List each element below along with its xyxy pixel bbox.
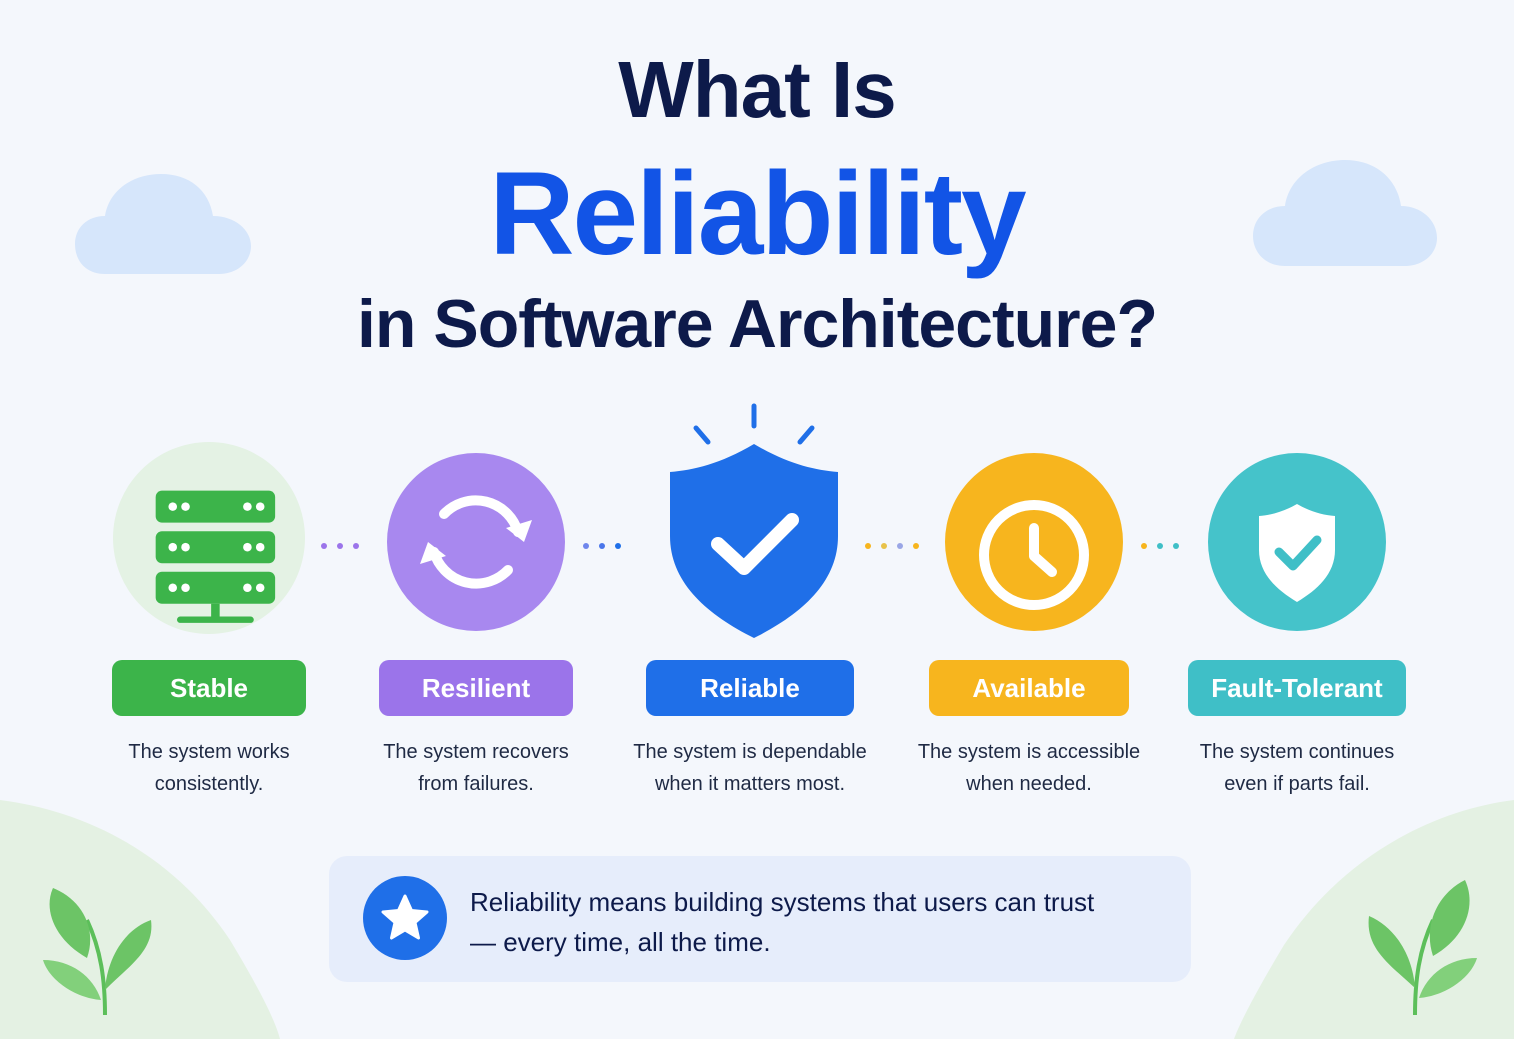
star-icon bbox=[363, 876, 447, 960]
item-reliable: Reliable The system is dependable when i… bbox=[610, 398, 890, 800]
banner-line-2: — every time, all the time. bbox=[470, 927, 771, 957]
label-resilient: Resilient bbox=[421, 673, 531, 703]
desc-available: The system is accessible when needed. bbox=[889, 736, 1169, 800]
connector-dots-1 bbox=[316, 536, 364, 552]
desc-line: from failures. bbox=[418, 773, 534, 795]
server-icon bbox=[155, 490, 276, 623]
label-pill-resilient: Resilient bbox=[379, 660, 573, 716]
desc-line: when needed. bbox=[966, 773, 1092, 795]
shield-check-icon bbox=[1259, 504, 1335, 602]
icon-circle bbox=[387, 453, 565, 631]
label-available: Available bbox=[972, 673, 1086, 703]
plant-icon-left bbox=[43, 888, 152, 1016]
desc-line: The system continues bbox=[1199, 741, 1395, 763]
sparkle-icon bbox=[693, 403, 815, 445]
banner-line-1: Reliability means building systems that … bbox=[470, 887, 1095, 917]
banner-text: Reliability means building systems that … bbox=[470, 882, 1170, 962]
label-pill-reliable: Reliable bbox=[646, 660, 854, 716]
shield-check-icon bbox=[670, 444, 838, 638]
title-line-2: Reliability bbox=[489, 148, 1026, 280]
item-fault-tolerant: Fault-Tolerant The system continues even… bbox=[1157, 440, 1437, 800]
label-pill-stable: Stable bbox=[112, 660, 306, 716]
desc-line: even if parts fail. bbox=[1224, 773, 1370, 795]
label-stable: Stable bbox=[169, 673, 249, 703]
label-fault-tolerant: Fault-Tolerant bbox=[1211, 673, 1383, 703]
item-stable: Stable The system works consistently. bbox=[69, 440, 349, 800]
desc-fault-tolerant: The system continues even if parts fail. bbox=[1157, 736, 1437, 800]
desc-resilient: The system recovers from failures. bbox=[336, 736, 616, 800]
refresh-icon bbox=[420, 495, 532, 589]
connector-dots-2 bbox=[578, 536, 626, 552]
desc-line: The system recovers bbox=[383, 741, 569, 763]
title-line-1: What Is bbox=[618, 45, 896, 134]
plant-icon-right bbox=[1368, 880, 1477, 1016]
connector-dots-4 bbox=[1136, 536, 1184, 552]
item-resilient: Resilient The system recovers from failu… bbox=[336, 440, 616, 800]
label-pill-available: Available bbox=[929, 660, 1129, 716]
connector-dots-3 bbox=[860, 536, 924, 552]
desc-stable: The system works consistently. bbox=[69, 736, 349, 800]
item-available: Available The system is accessible when … bbox=[889, 440, 1169, 800]
summary-banner: Reliability means building systems that … bbox=[329, 856, 1191, 982]
desc-line: The system works bbox=[128, 741, 290, 763]
label-reliable: Reliable bbox=[700, 673, 800, 703]
desc-line: when it matters most. bbox=[654, 773, 846, 795]
cloud-icon-left bbox=[75, 174, 251, 274]
desc-line: The system is accessible bbox=[917, 741, 1141, 763]
label-pill-fault-tolerant: Fault-Tolerant bbox=[1188, 660, 1406, 716]
desc-reliable: The system is dependable when it matters… bbox=[610, 736, 890, 800]
cloud-icon-right bbox=[1253, 160, 1437, 266]
desc-line: consistently. bbox=[154, 773, 264, 795]
title-block: What Is Reliability in Software Architec… bbox=[0, 40, 1514, 364]
desc-line: The system is dependable bbox=[633, 741, 867, 763]
clock-icon bbox=[979, 500, 1089, 610]
title-line-3: in Software Architecture? bbox=[357, 286, 1158, 362]
